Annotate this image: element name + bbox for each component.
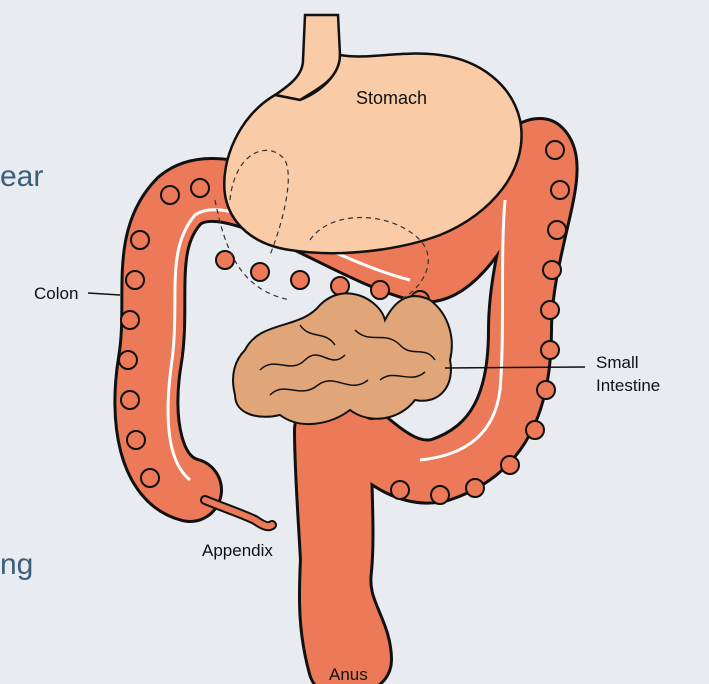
small-intestine-illustration <box>233 293 452 424</box>
small-intestine-body <box>233 293 452 424</box>
label-anus: Anus <box>329 665 368 684</box>
label-appendix: Appendix <box>202 541 273 560</box>
colon-leader-line <box>88 293 120 295</box>
small-intestine-leader-line <box>445 367 585 368</box>
label-stomach: Stomach <box>356 88 427 108</box>
label-small-intestine-line2: Intestine <box>596 376 660 395</box>
label-colon: Colon <box>34 284 78 303</box>
label-small-intestine-line1: Small <box>596 353 639 372</box>
